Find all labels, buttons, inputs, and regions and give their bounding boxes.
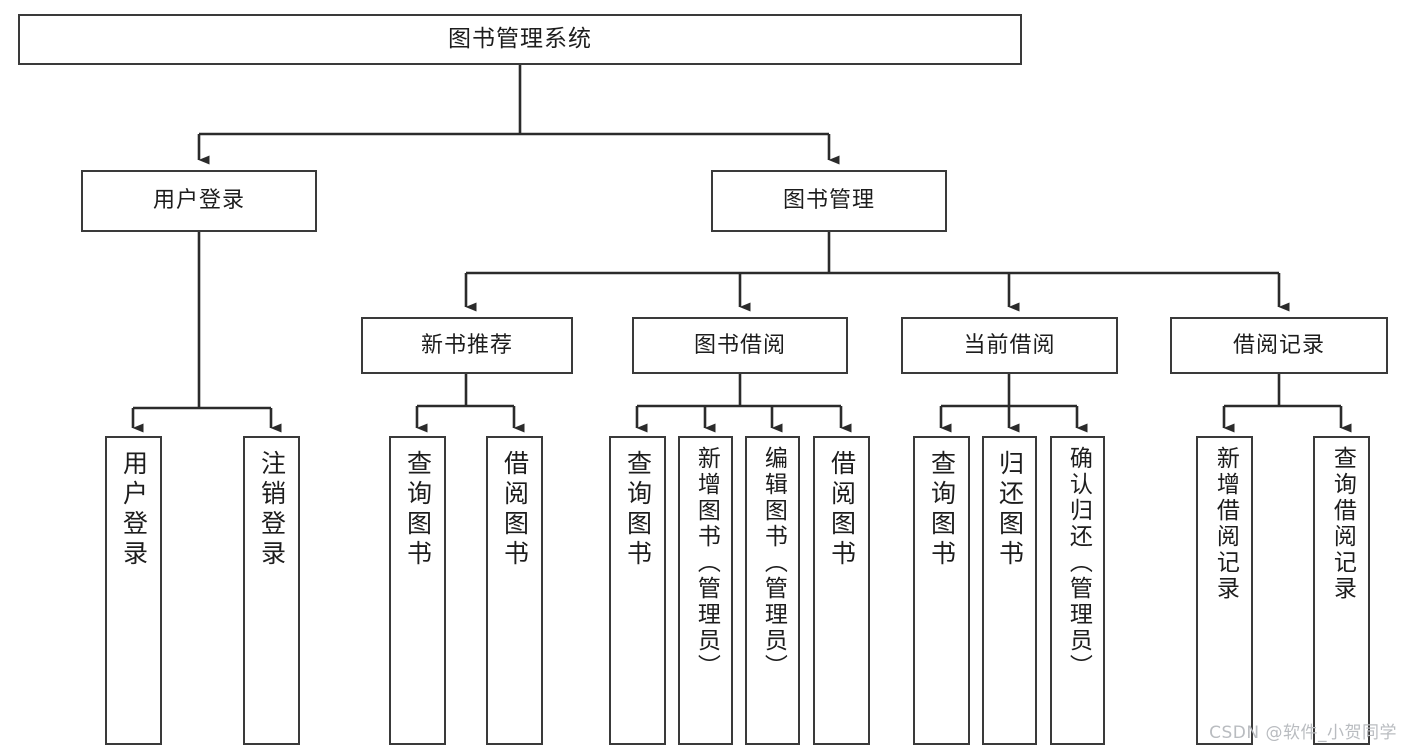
leaf-label: 借阅图书 — [500, 450, 530, 570]
leaf-current-borrow-return[interactable]: 归还图书 — [982, 436, 1037, 745]
node-book-management-label: 图书管理 — [782, 188, 875, 214]
node-current-borrow-label: 当前借阅 — [963, 332, 1056, 358]
node-root[interactable]: 图书管理系统 — [18, 14, 1022, 65]
leaf-label: 确认归还（管理员） — [1065, 446, 1092, 680]
leaf-current-borrow-query[interactable]: 查询图书 — [913, 436, 970, 745]
watermark: CSDN @软件_小贺同学 — [1209, 723, 1397, 743]
leaf-label: 新增图书（管理员） — [693, 446, 720, 680]
leaf-user-login-signout[interactable]: 注销登录 — [243, 436, 300, 745]
node-book-management[interactable]: 图书管理 — [711, 170, 947, 232]
leaf-new-book-query[interactable]: 查询图书 — [389, 436, 446, 745]
leaf-label: 查询图书 — [623, 450, 653, 570]
leaf-label: 用户登录 — [119, 450, 149, 570]
leaf-label: 查询借阅记录 — [1329, 446, 1356, 602]
leaf-current-borrow-confirm[interactable]: 确认归还（管理员） — [1050, 436, 1105, 745]
leaf-user-login-signin[interactable]: 用户登录 — [105, 436, 162, 745]
leaf-book-borrow-query[interactable]: 查询图书 — [609, 436, 666, 745]
leaf-label: 注销登录 — [257, 450, 287, 570]
node-root-label: 图书管理系统 — [448, 26, 592, 53]
leaf-borrow-record-add[interactable]: 新增借阅记录 — [1196, 436, 1253, 745]
leaf-label: 归还图书 — [995, 450, 1025, 570]
node-borrow-record[interactable]: 借阅记录 — [1170, 317, 1388, 374]
node-new-book-recommend-label: 新书推荐 — [420, 332, 513, 358]
leaf-label: 编辑图书（管理员） — [760, 446, 787, 680]
node-user-login-label: 用户登录 — [152, 188, 245, 214]
node-book-borrow[interactable]: 图书借阅 — [632, 317, 848, 374]
leaf-new-book-borrow[interactable]: 借阅图书 — [486, 436, 543, 745]
leaf-book-borrow-add[interactable]: 新增图书（管理员） — [678, 436, 733, 745]
node-borrow-record-label: 借阅记录 — [1232, 332, 1325, 358]
leaf-book-borrow-borrow[interactable]: 借阅图书 — [813, 436, 870, 745]
leaf-book-borrow-edit[interactable]: 编辑图书（管理员） — [745, 436, 800, 745]
leaf-label: 查询图书 — [403, 450, 433, 570]
node-new-book-recommend[interactable]: 新书推荐 — [361, 317, 573, 374]
node-book-borrow-label: 图书借阅 — [693, 332, 786, 358]
node-current-borrow[interactable]: 当前借阅 — [901, 317, 1118, 374]
leaf-borrow-record-query[interactable]: 查询借阅记录 — [1313, 436, 1370, 745]
leaf-label: 查询图书 — [927, 450, 957, 570]
node-user-login[interactable]: 用户登录 — [81, 170, 317, 232]
leaf-label: 新增借阅记录 — [1212, 446, 1239, 602]
leaf-label: 借阅图书 — [827, 450, 857, 570]
